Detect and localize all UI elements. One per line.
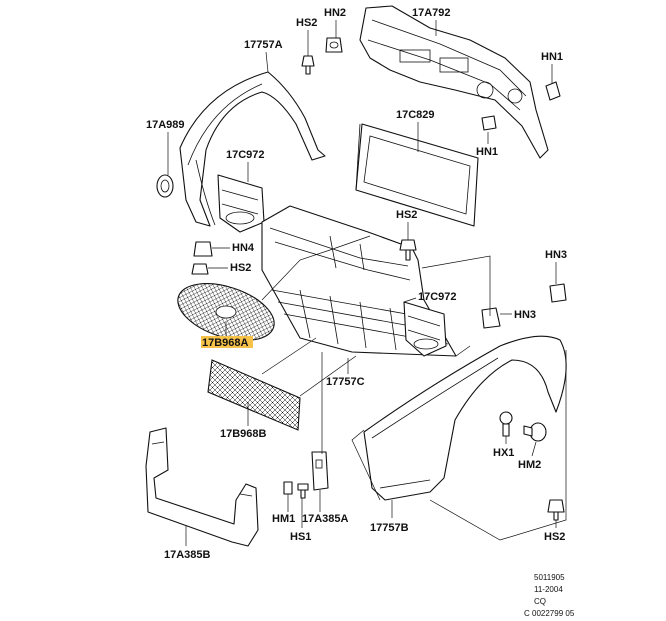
label-hn2: HN2 (324, 7, 346, 19)
lower-bracket-17a385b (145, 427, 259, 547)
label-17a385b: 17A385B (164, 549, 211, 561)
label-hs2-top: HS2 (296, 17, 317, 29)
leader-lines (167, 20, 567, 546)
label-17a385a: 17A385A (302, 513, 349, 525)
ref-model: CQ (534, 597, 546, 606)
label-17b968a: 17B968A (202, 337, 249, 349)
wheel-arch-17757a (179, 71, 326, 227)
cap-17a989 (156, 174, 174, 198)
reference-block: 5011905 11-2004 CQ C 0022799 05 (524, 573, 575, 618)
label-17a792: 17A792 (412, 7, 451, 19)
reinforcement-beam-17a792 (359, 5, 549, 159)
label-17757b: 17757B (370, 522, 409, 534)
ref-code: 5011905 (534, 573, 565, 582)
label-17c972-left: 17C972 (226, 149, 265, 161)
label-17b968b: 17B968B (220, 428, 267, 440)
bracket-17a385a (311, 451, 329, 491)
plate-bracket-17c829 (355, 123, 479, 227)
label-hn3-mid: HN3 (514, 309, 536, 321)
label-hs2-mid: HS2 (396, 209, 417, 221)
ref-number: C 0022799 05 (524, 609, 575, 618)
oval-mesh-17b968a (177, 283, 275, 341)
part-labels: HS2 HN2 17A792 17757A HN1 17A989 17C829 … (146, 7, 567, 561)
label-hm2: HM2 (518, 459, 541, 471)
bracket-17c972-right (403, 301, 447, 357)
label-hm1: HM1 (272, 513, 295, 525)
label-hn3-top: HN3 (545, 249, 567, 261)
ref-date: 11-2004 (534, 585, 563, 594)
fasteners (191, 37, 567, 521)
bumper-cover-17757b (363, 335, 567, 501)
label-hn4: HN4 (232, 242, 255, 254)
label-17757c: 17757C (326, 376, 365, 388)
rect-mesh-17b968b (207, 359, 301, 431)
label-17757a: 17757A (244, 39, 283, 51)
label-hx1: HX1 (493, 447, 514, 459)
label-hs2-bottom: HS2 (544, 531, 565, 543)
label-hn1-mid: HN1 (476, 146, 498, 158)
label-hs1: HS1 (290, 531, 311, 543)
label-17c972-right: 17C972 (418, 291, 457, 303)
label-highlight (201, 336, 253, 348)
label-17c829: 17C829 (396, 109, 435, 121)
label-hn1-right: HN1 (541, 51, 563, 63)
label-17a989: 17A989 (146, 119, 185, 131)
label-hs2-left: HS2 (230, 262, 251, 274)
bracket-17c972-left (217, 174, 265, 233)
